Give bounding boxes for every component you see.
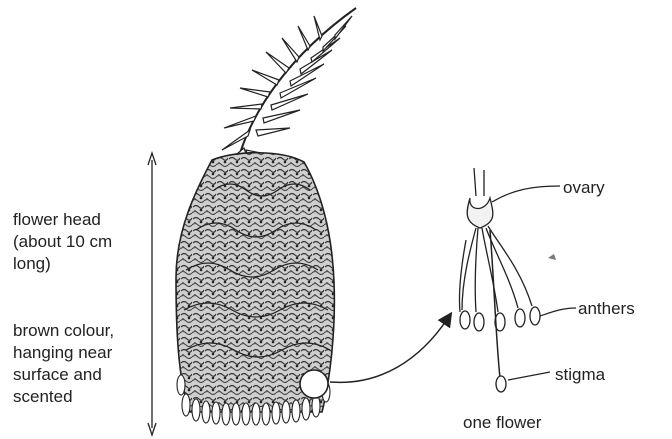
label-description-line-2: hanging near xyxy=(13,342,112,364)
selected-flower-circle xyxy=(300,370,328,398)
label-description-line-1: brown colour, xyxy=(13,320,114,342)
leader-lines xyxy=(492,186,576,380)
label-description-line-3: surface and xyxy=(13,364,102,386)
label-ovary: ovary xyxy=(563,177,605,199)
magnify-arrow xyxy=(330,318,448,382)
speck xyxy=(548,254,556,260)
label-description-line-4: scented xyxy=(13,386,73,408)
label-flower-head-line-1: flower head xyxy=(13,209,101,231)
single-flower xyxy=(459,168,540,392)
length-arrow xyxy=(148,153,156,435)
label-flower-head-line-2: (about 10 cm xyxy=(13,231,112,253)
label-one-flower: one flower xyxy=(463,412,541,434)
label-stigma: stigma xyxy=(555,364,605,386)
flower-head xyxy=(176,153,334,425)
label-flower-head-line-3: long) xyxy=(13,253,51,275)
leafy-frond xyxy=(216,8,356,172)
label-anthers: anthers xyxy=(578,298,635,320)
